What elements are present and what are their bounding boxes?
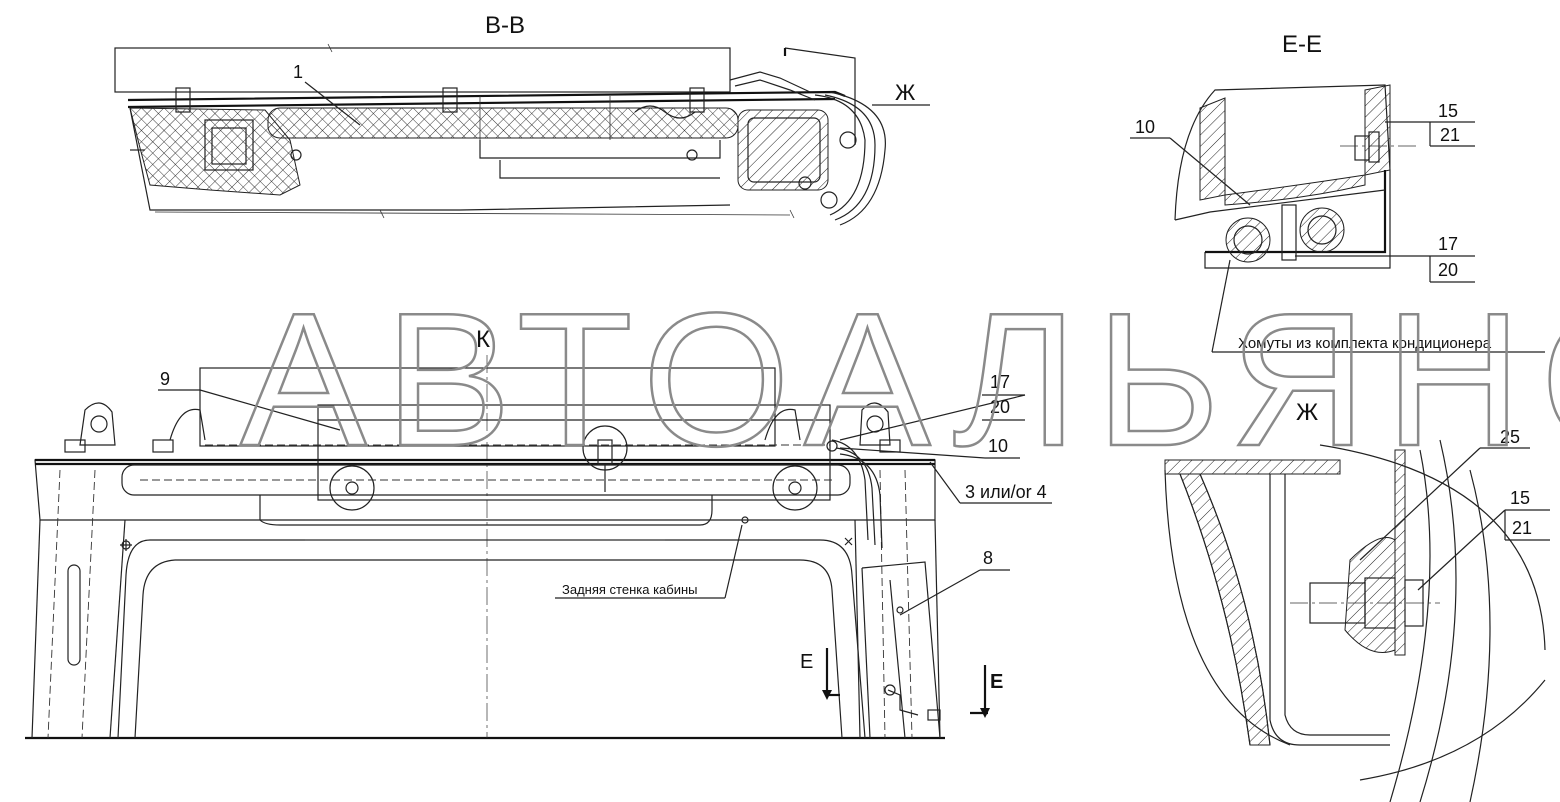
detail-zh-title: Ж <box>1296 399 1318 426</box>
callout-k-3or4: 3 или/or 4 <box>965 482 1047 502</box>
callout-1: 1 <box>293 62 303 82</box>
callout-zh-15: 15 <box>1510 488 1530 508</box>
section-bb-title: В-В <box>485 12 525 39</box>
view-k-title: К <box>476 326 490 353</box>
callout-k-8: 8 <box>983 548 993 568</box>
callout-k-9: 9 <box>160 369 170 389</box>
callout-ee-10: 10 <box>1135 117 1155 137</box>
detail-zh: Ж 25 15 21 <box>1164 399 1550 802</box>
section-ee-title: Е-Е <box>1282 31 1322 58</box>
section-bb: В-В <box>114 12 930 226</box>
view-k: К <box>25 326 1052 740</box>
callout-zh-21: 21 <box>1512 518 1532 538</box>
callout-zh-25: 25 <box>1500 427 1520 447</box>
callout-k-20: 20 <box>990 397 1010 417</box>
callout-ee-17: 17 <box>1438 234 1458 254</box>
section-arrow-e-left: Е <box>800 651 813 673</box>
callout-ee-20: 20 <box>1438 260 1458 280</box>
section-bb-zh-marker: Ж <box>895 80 916 105</box>
section-arrow-e-right: Е <box>990 671 1003 693</box>
watermark: АВТОАЛЬЯНС <box>240 274 1560 486</box>
callout-clamps: Хомуты из комплекта кондиционера <box>1238 335 1492 352</box>
callout-ee-21: 21 <box>1440 125 1460 145</box>
callout-k-17: 17 <box>990 372 1010 392</box>
section-ee: Е-Е 10 15 21 17 20 Хомуты из комплекта к… <box>1130 31 1545 353</box>
callout-k-10: 10 <box>988 436 1008 456</box>
callout-ee-15: 15 <box>1438 101 1458 121</box>
callout-k-rear-wall: Задняя стенка кабины <box>562 582 698 597</box>
lifting-eyelets <box>79 402 891 446</box>
